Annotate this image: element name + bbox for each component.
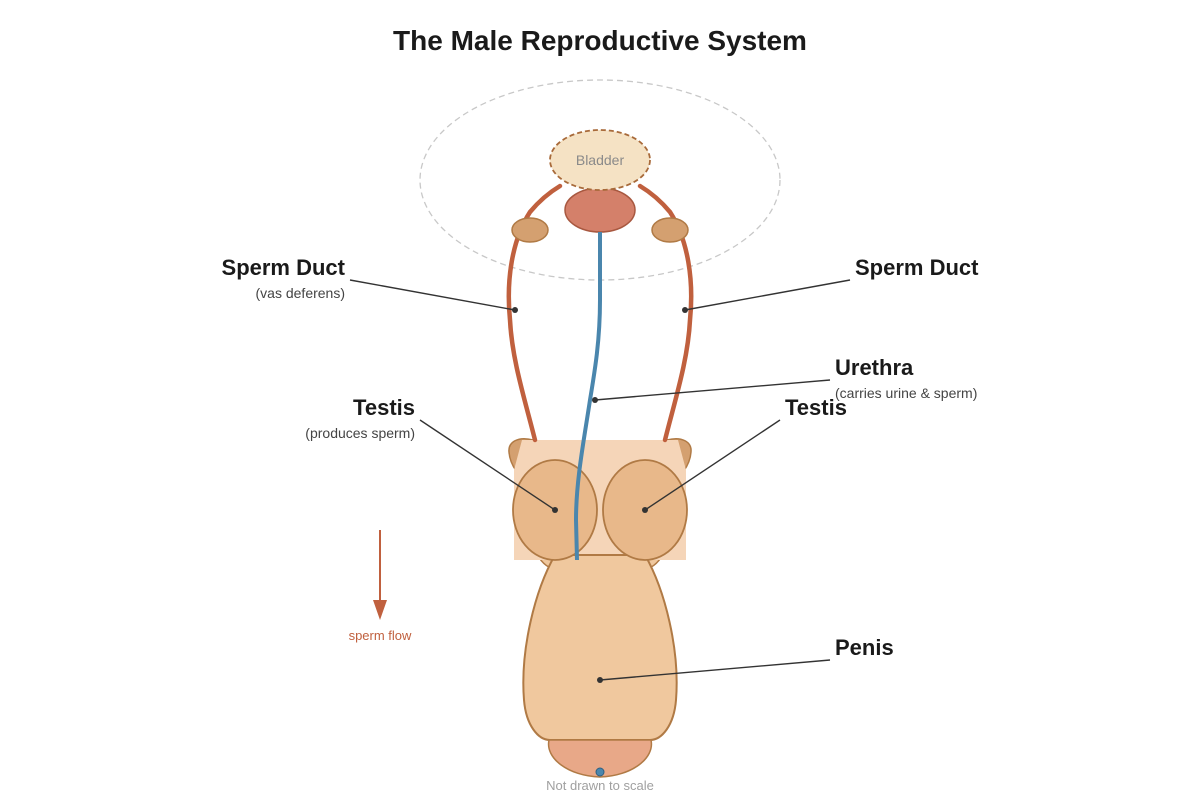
sperm-flow-label: sperm flow [349, 628, 412, 643]
leader-dot-sperm-duct-left [512, 307, 518, 313]
scale-note: Not drawn to scale [546, 778, 654, 793]
seminal-vesicle-left [511, 217, 549, 243]
bladder-label: Bladder [576, 152, 625, 168]
leader-dot-penis [597, 677, 603, 683]
leader-testis-right [644, 419, 781, 511]
leader-dot-urethra [592, 397, 598, 403]
leader-dot-sperm-duct-right [682, 307, 688, 313]
label-testis-right: Testis [785, 395, 847, 420]
sperm-duct-left [506, 183, 563, 443]
leader-dot-testis-left [552, 507, 558, 513]
seminal-vesicle-right [651, 217, 689, 243]
bladder [549, 129, 651, 191]
diagram-title: The Male Reproductive System [393, 25, 807, 56]
leader-urethra [594, 379, 831, 401]
penis-shaft [522, 554, 678, 741]
label-penis: Penis [835, 635, 894, 660]
leader-dot-testis-right [642, 507, 648, 513]
leader-sperm-duct-right [684, 279, 851, 311]
sublabel-testis-left: (produces sperm) [305, 425, 415, 441]
label-sperm-duct-left: Sperm Duct [222, 255, 346, 280]
urethra-tube [573, 232, 602, 561]
sublabel-urethra: (carries urine & sperm) [835, 385, 977, 401]
sperm-duct-right [637, 183, 694, 443]
leader-penis [599, 659, 831, 681]
sublabel-sperm-duct-left: (vas deferens) [256, 285, 345, 301]
leader-sperm-duct-left [349, 279, 516, 311]
leader-testis-left [419, 419, 556, 511]
label-urethra: Urethra [835, 355, 914, 380]
glans [547, 739, 653, 778]
urethral-opening [595, 767, 605, 777]
prostate-gland [564, 187, 636, 233]
label-testis-left: Testis [353, 395, 415, 420]
sperm-flow-arrow-head [373, 600, 387, 620]
label-sperm-duct-right: Sperm Duct [855, 255, 979, 280]
